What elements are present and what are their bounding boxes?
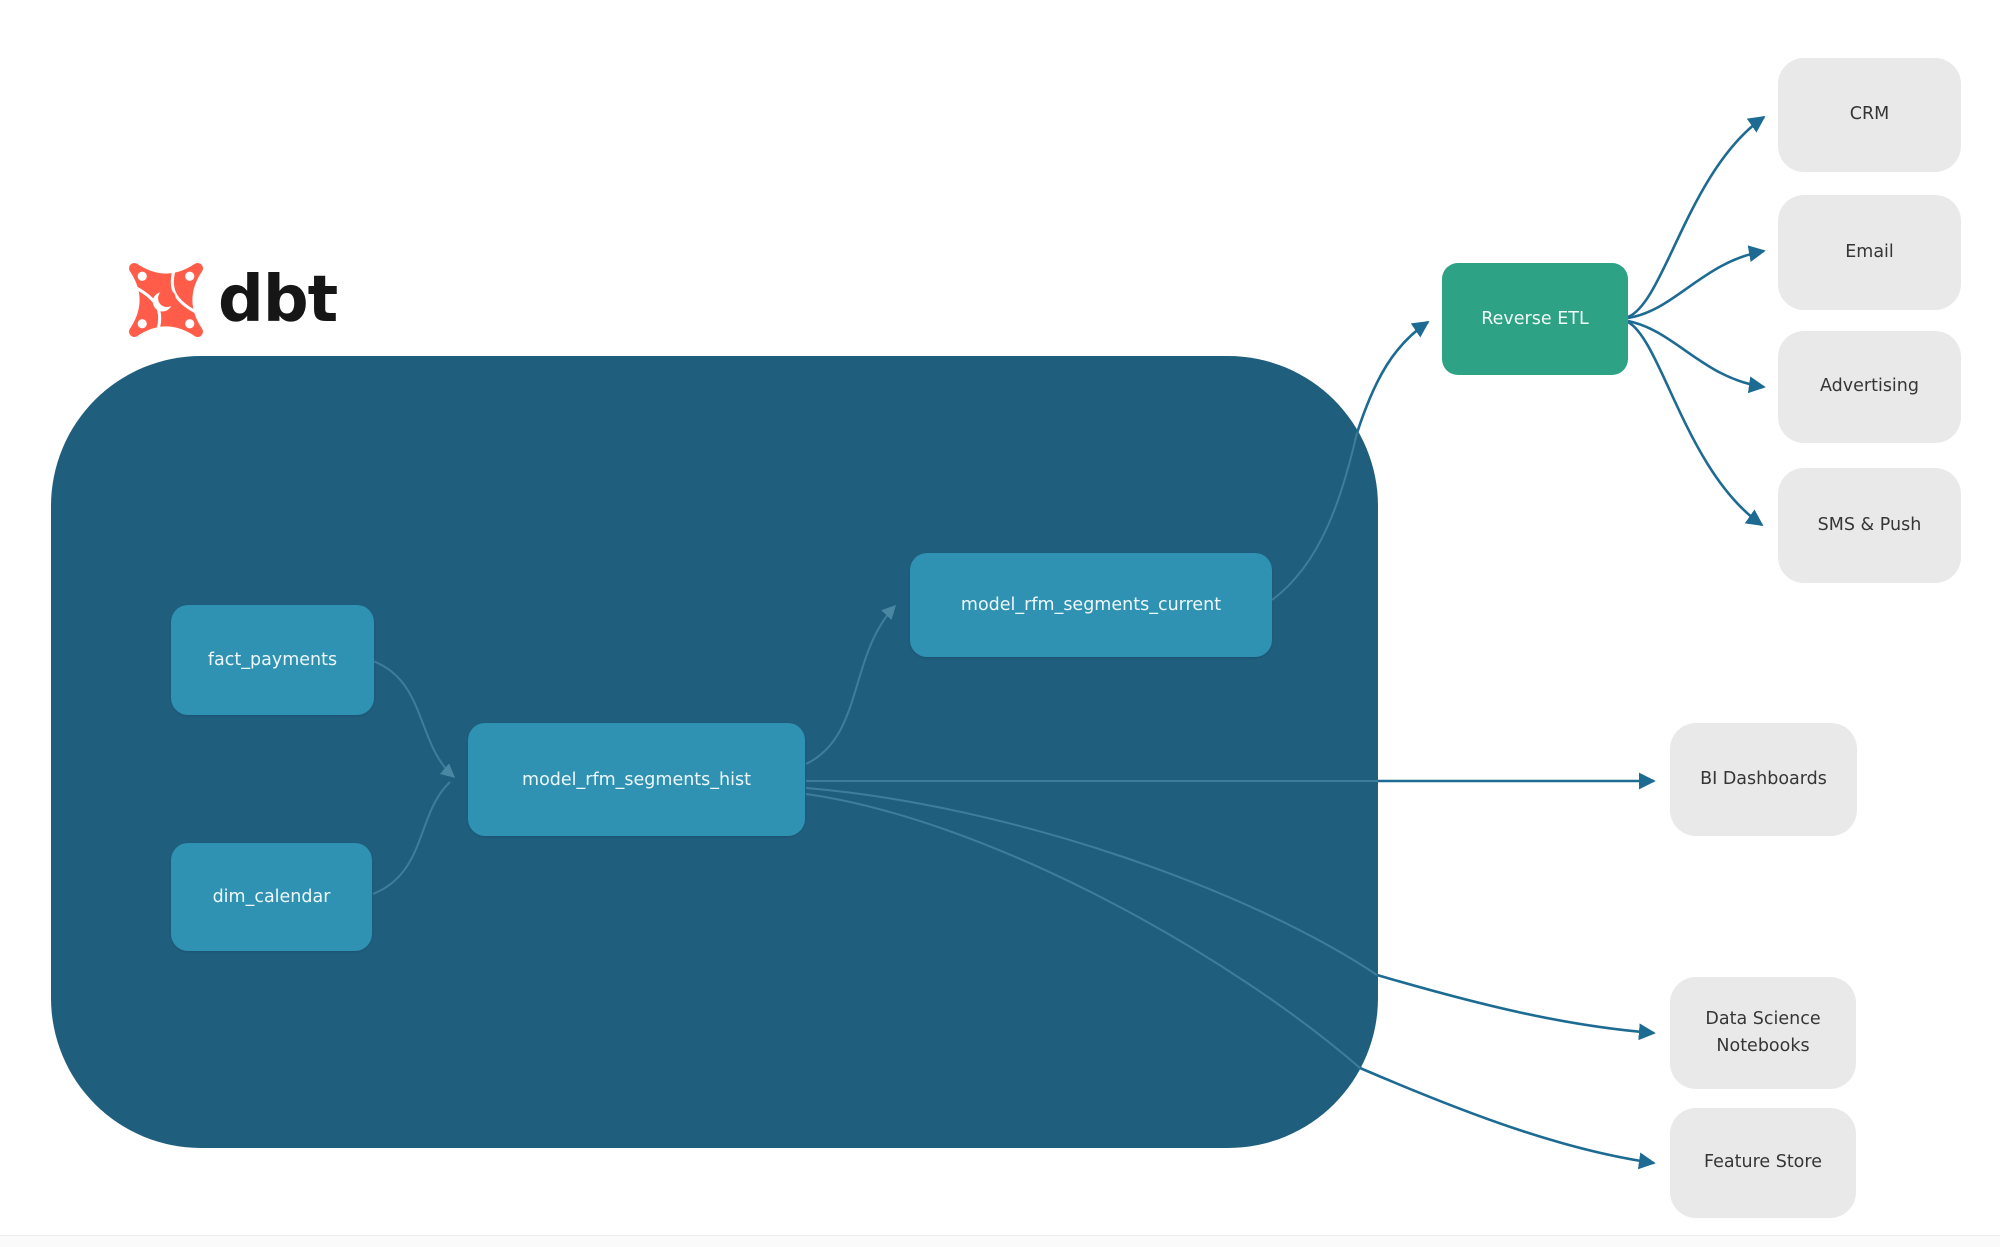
node-bi-dashboards: BI Dashboards [1670,723,1857,836]
node-label: Reverse ETL [1481,309,1589,329]
edge-hist-to-notebooks-outer [1376,973,1656,1041]
node-reverse-etl: Reverse ETL [1442,263,1628,375]
node-label: model_rfm_segments_current [960,595,1222,615]
edge-reverse-etl-to-sms [1627,320,1764,527]
node-model-rfm-segments-current: model_rfm_segments_current [910,553,1272,657]
edge-hist-to-featurestore-outer [1359,1066,1656,1170]
node-label: Email [1845,241,1894,262]
node-label: model_rfm_segments_hist [522,769,751,790]
node-sms-push: SMS & Push [1778,468,1961,583]
node-data-science-notebooks: Data Science Notebooks [1670,977,1856,1089]
node-crm: CRM [1778,58,1961,172]
dbt-logo: dbt [122,256,338,344]
node-label: CRM [1849,104,1890,125]
node-label: SMS & Push [1817,514,1922,535]
node-label: dim_calendar [212,887,331,907]
node-advertising: Advertising [1778,331,1961,443]
node-feature-store: Feature Store [1670,1108,1856,1218]
node-fact-payments: fact_payments [171,605,374,715]
edge-reverse-etl-to-crm [1627,115,1766,319]
node-label: Advertising [1820,376,1919,397]
edge-current-to-reverse-etl-outer [1355,320,1430,434]
node-email: Email [1778,195,1961,310]
node-label: fact_payments [207,650,338,670]
node-label: Feature Store [1704,1152,1822,1173]
node-label: BI Dashboards [1700,768,1827,789]
dbt-logo-icon [127,258,205,342]
node-model-rfm-segments-hist: model_rfm_segments_hist [468,723,805,836]
edge-reverse-etl-to-advertising [1627,319,1766,394]
node-label: Data Science Notebooks [1705,1008,1821,1056]
dbt-logo-wordmark: dbt [218,263,338,337]
edge-reverse-etl-to-email [1627,245,1766,320]
slide-bottom-edge [0,1235,2000,1247]
node-dim-calendar: dim_calendar [171,843,372,951]
